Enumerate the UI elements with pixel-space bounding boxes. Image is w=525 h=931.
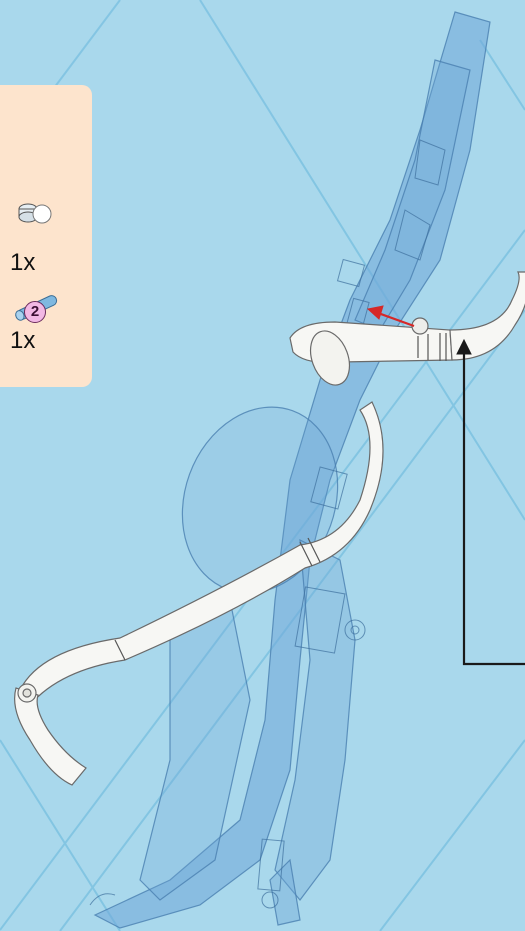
callout-pointer-arrow <box>457 340 525 664</box>
model-frame <box>95 12 490 928</box>
